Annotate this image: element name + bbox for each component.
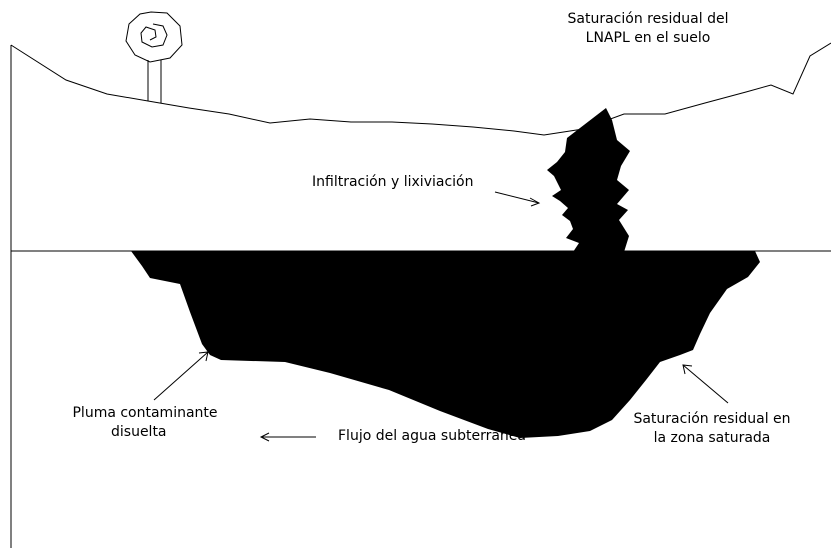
groundwater-flow-label: Flujo del agua subterranéa bbox=[338, 428, 526, 444]
plume-label-line2: disuelta bbox=[111, 424, 167, 440]
residual-soil-label-line1: Saturación residual del bbox=[567, 11, 729, 27]
residual-saturated-pointer-arrow bbox=[682, 364, 729, 404]
plume-pointer-arrow bbox=[153, 351, 209, 401]
arrow-left-icon bbox=[259, 432, 316, 442]
plume-label-line1: Pluma contaminante bbox=[72, 405, 218, 421]
contaminant-plume bbox=[131, 251, 760, 438]
infiltration-pointer-arrow bbox=[494, 191, 541, 207]
ground-surface-line bbox=[10, 42, 831, 136]
lnapl-soil-residual bbox=[547, 108, 630, 252]
residual-saturated-label-line2: la zona saturada bbox=[653, 430, 771, 446]
residual-soil-label-line2: LNAPL en el suelo bbox=[585, 30, 711, 46]
tree-icon bbox=[125, 11, 183, 103]
residual-saturated-label-line1: Saturación residual en bbox=[633, 411, 791, 427]
infiltration-label: Infiltración y lixiviación bbox=[312, 174, 474, 190]
